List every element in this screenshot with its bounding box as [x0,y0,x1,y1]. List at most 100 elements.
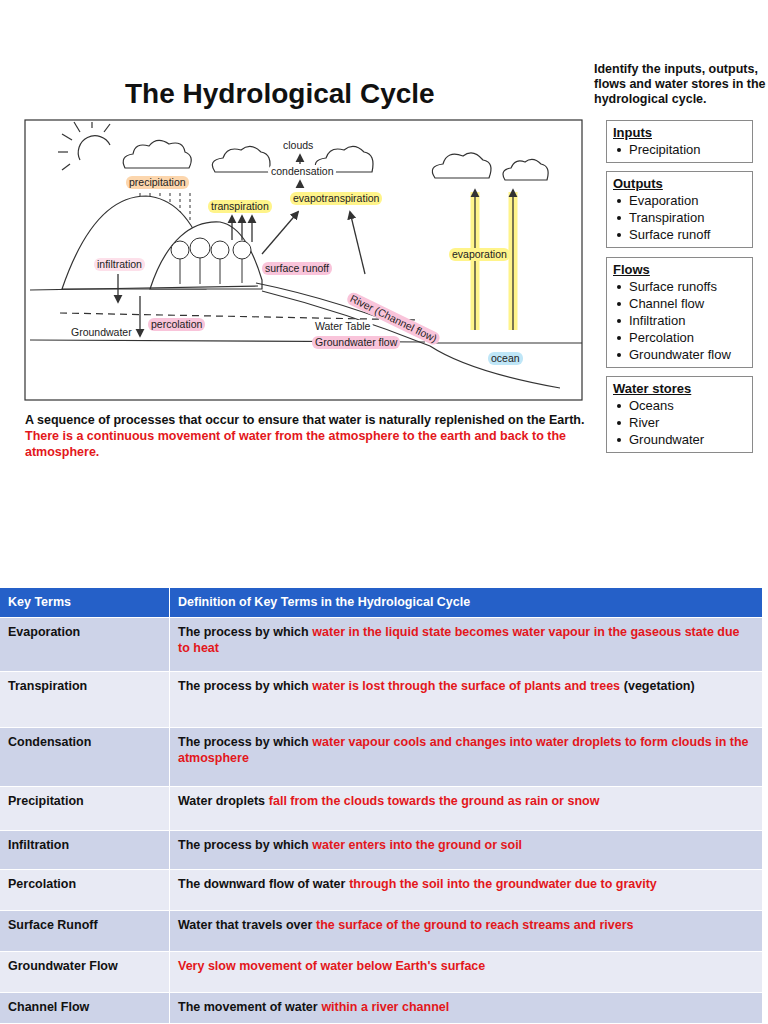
diagram-label: precipitation [126,176,189,189]
definition-segment: (vegetation) [624,679,695,693]
diagram-label: ocean [488,352,523,365]
diagram-label: clouds [280,139,316,152]
definition-segment: Water that travels over [178,918,312,932]
bullet-dot [617,216,621,220]
term-text: Condensation [8,735,91,749]
header-cell: Key Terms [0,588,170,617]
bullet-dot [617,438,621,442]
bullet-text: Groundwater [629,431,704,448]
definition-segment: the surface of the ground to reach strea… [316,918,633,932]
table-row: CondensationThe process by whichwater va… [0,728,762,787]
bullet-text: Groundwater flow [629,346,731,363]
term-text: Channel Flow [8,1000,89,1014]
definition-cell: The downward flow of water through the so… [170,870,762,910]
diagram-title: The Hydrological Cycle [125,78,435,110]
diagram-label: condensation [268,165,336,178]
bullet-text: River [629,414,659,431]
box-heading: Inputs [613,124,746,141]
bullet-text: Oceans [629,397,674,414]
term-cell: Evaporation [0,618,170,671]
table-row: Percolation The downward flow of water thr… [0,870,762,911]
box-heading: Water stores [613,380,746,397]
category-box: Water storesOceansRiverGroundwater [606,376,753,453]
bullet-item: Surface runoff [613,226,746,243]
bullet-text: Transpiration [629,209,704,226]
diagram-label: infiltration [94,258,145,271]
term-cell: Precipitation [0,787,170,830]
bullet-dot [617,199,621,203]
term-cell: Transpiration [0,672,170,727]
definition-cell: Very slow movement of water below Earth'… [170,952,762,992]
table-row: Transpiration The process by whichwater i… [0,672,762,728]
bullet-item: Groundwater flow [613,346,746,363]
definition-segment: The downward flow of water [178,877,345,891]
bullet-text: Infiltration [629,312,685,329]
definition-text: There is a continuous movement of water … [25,428,600,460]
bullet-dot [617,285,621,289]
bullet-text: Surface runoff [629,226,710,243]
bullet-dot [617,353,621,357]
bullet-text: Channel flow [629,295,704,312]
category-box: OutputsEvaporationTranspirationSurface r… [606,171,753,248]
term-cell: Percolation [0,870,170,910]
bullet-item: Transpiration [613,209,746,226]
definition-segment: The process by which [178,735,309,749]
diagram-label: Groundwater [68,326,135,339]
definition-segment: within a river channel [321,1000,449,1014]
table-row: Channel Flow The movement of waterwithin … [0,993,762,1024]
table-header-row: Key Terms Definition of Key Terms in the … [0,588,762,618]
definition-cell: The process by whichwater is lost throug… [170,672,762,727]
term-text: Infiltration [8,838,69,852]
definition-segment: through the soil into the groundwater du… [349,877,657,891]
term-text: Groundwater Flow [8,959,118,973]
definition-cell: Water dropletsfall from the clouds towar… [170,787,762,830]
definition-segment: The process by which [178,838,309,852]
bullet-text: Percolation [629,329,694,346]
definition-text: A sequence of processes that occur to en… [25,412,600,428]
definition-segment: The process by which [178,625,309,639]
definition-cell: The process by whichwater enters into th… [170,831,762,869]
bullet-dot [617,319,621,323]
diagram-label: evapotranspiration [290,192,382,205]
definition-segment: Water droplets [178,794,265,808]
diagram-label: percolation [148,318,205,331]
diagram-label: transpiration [208,200,272,213]
term-cell: Condensation [0,728,170,786]
bullet-dot [617,421,621,425]
definition-cell: Water that travels over the surface of th… [170,911,762,951]
box-heading: Flows [613,261,746,278]
table-row: Precipitation Water dropletsfall from the… [0,787,762,831]
bullet-item: Surface runoffs [613,278,746,295]
bullet-dot [617,302,621,306]
definition-cell: The process by whichwater in the liquid … [170,618,762,671]
key-terms-table: Key Terms Definition of Key Terms in the … [0,588,762,1024]
definition-cell: The movement of waterwithin a river chan… [170,993,762,1023]
definition-segment: water enters into the ground or soil [312,838,522,852]
term-text: Transpiration [8,679,87,693]
term-cell: Groundwater Flow [0,952,170,992]
table-row: Groundwater Flow Very slow movement of wa… [0,952,762,993]
term-text: Precipitation [8,794,84,808]
bullet-item: Evaporation [613,192,746,209]
bullet-dot [617,404,621,408]
diagram-label: surface runoff [262,262,332,275]
bullet-item: Oceans [613,397,746,414]
header-text: Definition of Key Terms in the Hydrologi… [178,595,470,609]
definition-block: A sequence of processes that occur to en… [25,412,600,460]
bullet-item: River [613,414,746,431]
bullet-dot [617,233,621,237]
bullet-dot [617,336,621,340]
bullet-item: Infiltration [613,312,746,329]
diagram-label: Water Table [312,320,373,333]
definition-segment: Very slow movement of water below Earth'… [178,959,485,973]
category-box: InputsPrecipitation [606,120,753,163]
bullet-item: Percolation [613,329,746,346]
definition-segment: The movement of water [178,1000,318,1014]
table-row: Surface Runoff Water that travels over the… [0,911,762,952]
header-text: Key Terms [8,595,71,609]
diagram-label: evaporation [449,248,510,261]
header-cell: Definition of Key Terms in the Hydrologi… [170,588,762,617]
bullet-dot [617,148,621,152]
bullet-item: Groundwater [613,431,746,448]
term-cell: Surface Runoff [0,911,170,951]
